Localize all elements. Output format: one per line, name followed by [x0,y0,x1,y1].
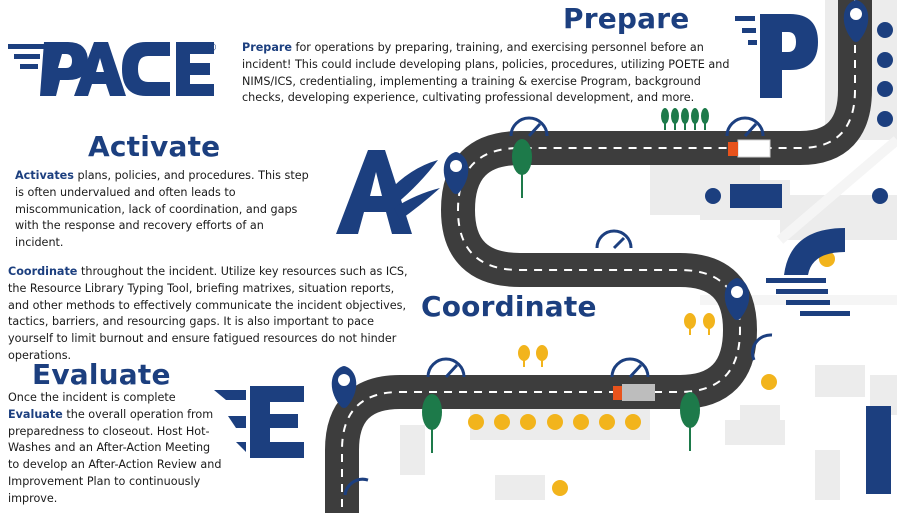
coordinate-description: Coordinate throughout the incident. Util… [8,264,418,365]
letter-e-icon [214,386,304,458]
activate-keyword: Activates [15,169,74,182]
evaluate-heading: Evaluate [32,358,171,391]
pace-logo [8,42,214,96]
tree-icon [468,251,835,496]
map-pin-icon [724,278,750,320]
prepare-keyword: Prepare [242,41,292,54]
prepare-body: for operations by preparing, training, a… [242,41,730,105]
evaluate-lead: Once the incident is complete [8,391,176,404]
activate-body: plans, policies, and procedures. This st… [15,169,309,250]
evaluate-keyword: Evaluate [8,407,63,421]
activate-description: Activates plans, policies, and procedure… [15,168,315,252]
activate-heading: Activate [88,130,221,163]
map-pin-icon [331,366,357,408]
coordinate-keyword: Coordinate [8,265,78,278]
letter-p-icon [735,14,818,98]
evaluate-description: Once the incident is complete Evaluate t… [8,390,223,508]
speedometer-icon [343,116,773,496]
map-pin-icon [443,152,469,194]
blue-markers [705,22,893,494]
truck-icon [728,139,771,158]
prepare-heading: Prepare [563,2,690,35]
evaluate-body: the overall operation from preparedness … [8,407,222,505]
map-pin-icon [843,0,869,42]
coordinate-body: throughout the incident. Utilize key res… [8,265,408,362]
tree-icon [422,108,709,453]
prepare-description: Prepare for operations by preparing, tra… [242,40,742,107]
coordinate-heading: Coordinate [421,290,597,323]
letter-a-icon [336,150,440,234]
road-center-line [341,0,856,513]
truck-icon [613,384,655,401]
letter-c-icon [766,228,850,316]
copyright-mark: © [208,42,217,54]
